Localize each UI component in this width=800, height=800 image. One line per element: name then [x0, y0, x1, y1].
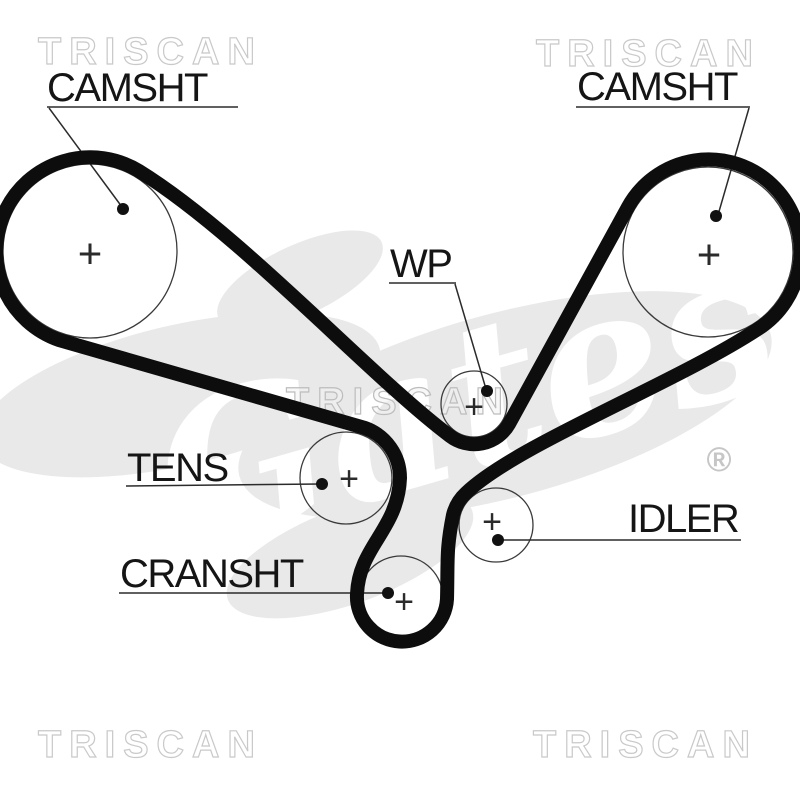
leader-water-pump — [454, 283, 487, 390]
registered-trademark-icon: ® — [706, 441, 731, 479]
leader-lines — [47, 106, 750, 594]
label-crankshaft: CRANSHT — [120, 552, 304, 596]
swoosh-shape — [226, 491, 474, 619]
pulley-center-marks: + + + + + + — [78, 230, 722, 622]
center-mark-crankshaft: + — [394, 583, 414, 621]
pulley-circle-water-pump — [440, 370, 508, 438]
center-mark-idler: + — [482, 503, 502, 541]
leader-tensioner — [125, 483, 322, 487]
pulley-circle-camshaft-right — [622, 166, 794, 338]
anchor-dot-water-pump — [481, 385, 493, 397]
swoosh-shape — [217, 230, 383, 330]
anchor-dot-camshaft-left — [117, 203, 129, 215]
label-camshaft-left: CAMSHT — [47, 66, 208, 110]
label-tensioner: TENS — [127, 446, 228, 490]
anchor-dot-idler — [492, 534, 504, 546]
leader-anchor-dots — [117, 203, 722, 599]
watermark-triscan-bottom-left: TRISCAN — [38, 724, 263, 766]
watermark-triscan-bottom-right: TRISCAN — [533, 724, 758, 766]
anchor-dot-tensioner — [316, 478, 328, 490]
label-camshaft-right: CAMSHT — [577, 65, 738, 109]
pulley-circle-tensioner — [299, 431, 393, 525]
swoosh-shape — [238, 291, 772, 519]
label-water-pump: WP — [390, 242, 451, 286]
watermark-triscan-top-left: TRISCAN — [38, 31, 263, 73]
label-idler: IDLER — [628, 497, 739, 541]
anchor-dot-camshaft-right — [710, 210, 722, 222]
center-mark-camshaft-left: + — [78, 230, 103, 277]
center-mark-tensioner: + — [339, 460, 359, 498]
watermark-triscan-top-right: TRISCAN — [536, 33, 761, 75]
center-mark-camshaft-right: + — [697, 231, 722, 278]
center-mark-water-pump: + — [464, 388, 484, 426]
pulley-circle-idler — [458, 487, 534, 563]
anchor-dot-crankshaft — [382, 587, 394, 599]
